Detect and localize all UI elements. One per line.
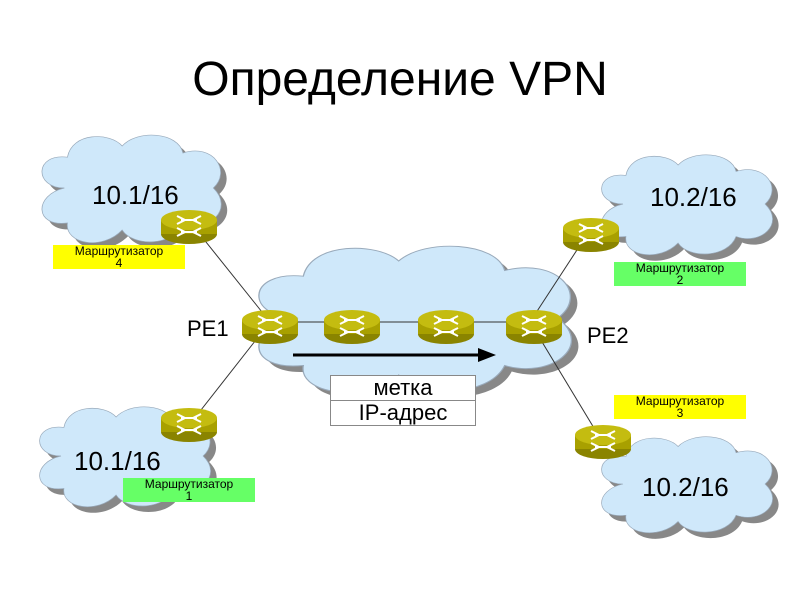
router-4-icon (160, 209, 218, 245)
network-label-bottom-left: 10.1/16 (74, 446, 161, 476)
packet-flow-arrow (293, 348, 496, 362)
router-pe2-icon (505, 309, 563, 345)
router-pe1-icon (241, 309, 299, 345)
router-label-1: Маршрутизатор 1 (123, 478, 255, 502)
router-2-icon (562, 217, 620, 253)
router-label-4: Маршрутизатор 4 (53, 245, 185, 269)
packet-ip-field: IP-адрес (330, 400, 476, 426)
router-label-2: Маршрутизатор 2 (614, 262, 746, 286)
network-label-top-right: 10.2/16 (650, 182, 737, 212)
network-label-bottom-right: 10.2/16 (642, 472, 729, 502)
router-p2-icon (417, 309, 475, 345)
pe2-label: PE2 (587, 323, 629, 348)
network-label-top-left: 10.1/16 (92, 180, 179, 210)
router-3-icon (574, 424, 632, 460)
pe1-label: PE1 (187, 316, 229, 341)
packet-label-field: метка (330, 375, 476, 401)
page-title: Определение VPN (192, 53, 608, 106)
router-1-icon (160, 407, 218, 443)
router-label-3: Маршрутизатор 3 (614, 395, 746, 419)
router-p1-icon (323, 309, 381, 345)
